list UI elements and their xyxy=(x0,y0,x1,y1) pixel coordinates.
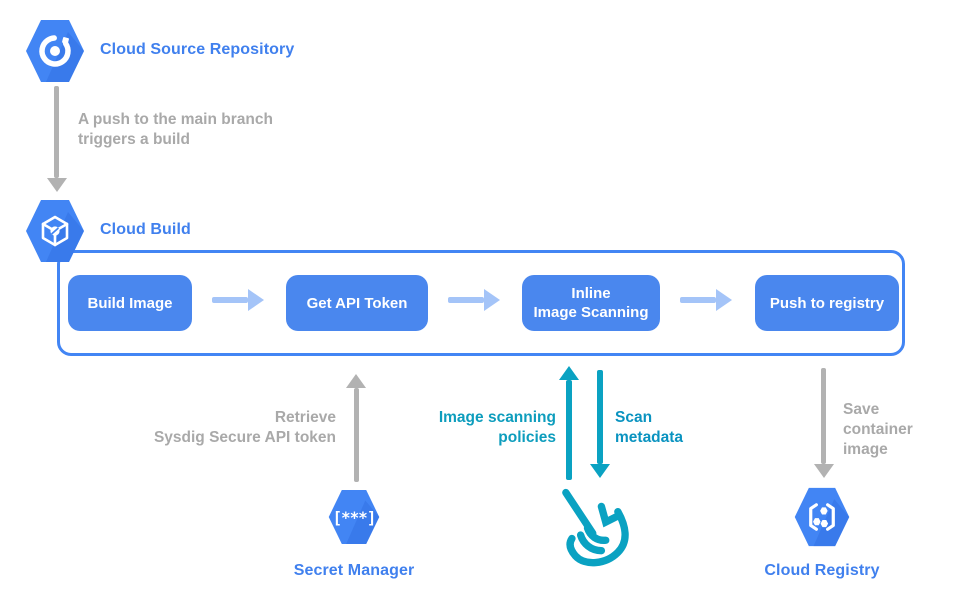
secret-manager-icon: [***] xyxy=(328,490,380,544)
arrow-step3-step4-head xyxy=(716,289,732,311)
step-get-api-token: Get API Token xyxy=(286,275,428,331)
arrow-step3-step4-shaft xyxy=(680,297,716,303)
secret-manager-label: Secret Manager xyxy=(293,562,415,579)
arrow-step1-step2-head xyxy=(248,289,264,311)
cloud-source-repository-label: Cloud Source Repository xyxy=(100,41,295,58)
cloud-registry-label: Cloud Registry xyxy=(764,562,880,579)
cloud-build-label: Cloud Build xyxy=(100,221,191,238)
cloud-build-icon xyxy=(26,200,84,262)
cloud-registry-icon xyxy=(794,487,850,547)
step-inline-image-scanning: Inline Image Scanning xyxy=(522,275,660,331)
step-push-to-registry: Push to registry xyxy=(755,275,899,331)
arrow-build-to-sysdig-shaft xyxy=(597,370,603,464)
save-image-label: Save container image xyxy=(843,401,913,458)
arrow-sysdig-to-build-head xyxy=(559,366,579,380)
arrow-build-to-sysdig-head xyxy=(590,464,610,478)
cloud-build-pipeline-container: Build Image Get API Token Inline Image S… xyxy=(57,250,905,356)
push-trigger-label: A push to the main branch triggers a bui… xyxy=(78,111,273,148)
arrow-secret-to-build-shaft xyxy=(354,388,359,482)
step-build-image: Build Image xyxy=(68,275,192,331)
arrow-step2-step3-shaft xyxy=(448,297,484,303)
retrieve-token-label: Retrieve Sysdig Secure API token xyxy=(153,409,336,446)
sysdig-hand-icon xyxy=(562,488,629,567)
secret-manager-glyph: [***] xyxy=(333,508,376,527)
cloud-source-repository-icon xyxy=(26,20,84,82)
arrow-secret-to-build-head xyxy=(346,374,366,388)
arrow-build-to-registry-head xyxy=(814,464,834,478)
scanning-policies-label: Image scanning policies xyxy=(438,409,556,446)
arrow-step2-step3-head xyxy=(484,289,500,311)
arrow-repo-to-build-shaft xyxy=(54,86,59,178)
scan-metadata-label: Scan metadata xyxy=(615,409,684,446)
arrow-build-to-registry-shaft xyxy=(821,368,826,464)
arrow-step1-step2-shaft xyxy=(212,297,248,303)
arrow-sysdig-to-build-shaft xyxy=(566,380,572,480)
arrow-repo-to-build-head xyxy=(47,178,67,192)
